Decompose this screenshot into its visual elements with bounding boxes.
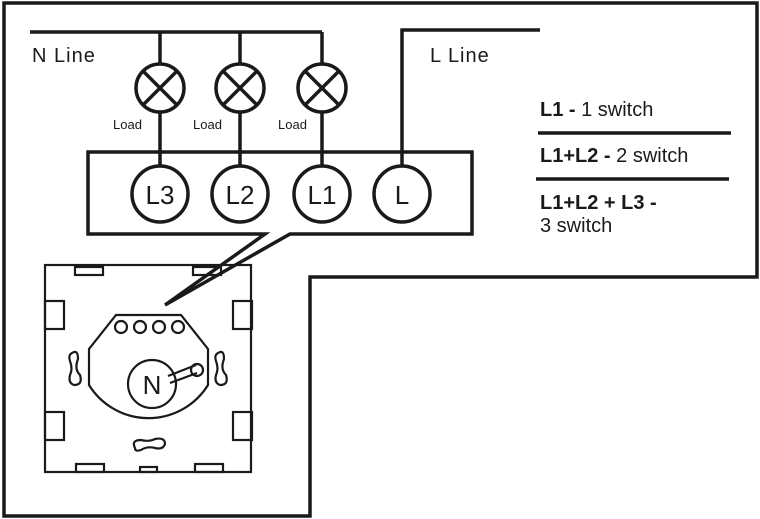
indicator-dot — [132, 319, 148, 335]
l-line-label: L Line — [430, 45, 490, 67]
legend-item-3-sub: 3 switch — [540, 215, 612, 237]
load-label-l3: Load — [113, 117, 142, 132]
load-wires — [158, 112, 324, 166]
n-line-label: N Line — [32, 45, 96, 67]
load-label-l1: Load — [278, 117, 307, 132]
terminal-box — [86, 150, 474, 307]
terminal-n-label: N — [143, 370, 162, 400]
svg-text:L: L — [395, 180, 409, 210]
terminal-l1: L1 — [292, 164, 352, 224]
switch-module — [87, 313, 210, 420]
switch-back-plate: N — [43, 263, 254, 474]
terminal-n — [126, 358, 178, 410]
load-label-l2: Load — [193, 117, 222, 132]
svg-text:L2: L2 — [226, 180, 255, 210]
indicator-dot — [170, 319, 186, 335]
svg-text:L1: L1 — [308, 180, 337, 210]
terminal-l: L — [372, 164, 432, 224]
indicator-dot — [151, 319, 167, 335]
legend-item-2: L1+L2 - 2 switch — [540, 145, 688, 167]
svg-text:L3: L3 — [146, 180, 175, 210]
neutral-screw — [189, 362, 205, 378]
n-line-wire — [30, 30, 324, 63]
lamp-l2 — [214, 62, 266, 114]
l-line-wire — [400, 28, 540, 166]
legend-item-3: L1+L2 + L3 - — [540, 192, 657, 214]
legend-item-1: L1 - 1 switch — [540, 99, 653, 121]
indicator-dot — [113, 319, 129, 335]
terminal-l2: L2 — [210, 164, 270, 224]
lamp-l1 — [296, 62, 348, 114]
legend: L1 - 1 switch L1+L2 - 2 switch L1+L2 + L… — [536, 99, 731, 237]
lamp-l3 — [134, 62, 186, 114]
terminal-l3: L3 — [130, 164, 190, 224]
